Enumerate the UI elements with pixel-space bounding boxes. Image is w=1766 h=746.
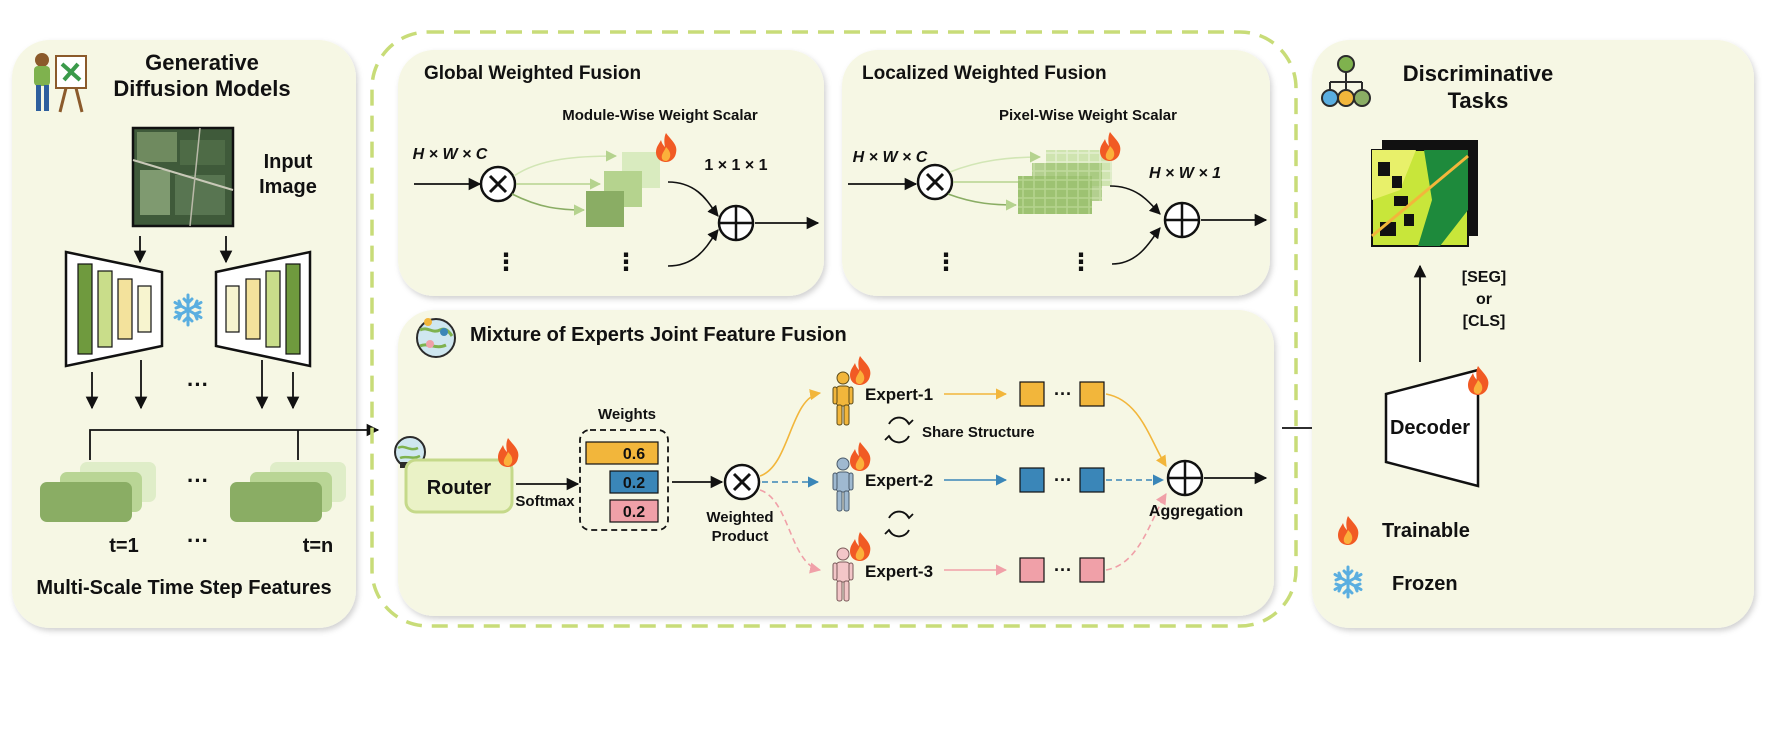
moe-title: Mixture of Experts Joint Feature Fusion <box>470 324 847 346</box>
local-fusion-title: Localized Weighted Fusion <box>862 63 1107 84</box>
expert-3-dots: ··· <box>1054 560 1072 580</box>
global-sum-operator <box>717 204 755 242</box>
weighted-product-operator <box>723 463 761 501</box>
task-or: or <box>1476 291 1492 308</box>
router-box <box>404 458 514 514</box>
unet-ellipsis: ··· <box>187 372 209 397</box>
legend-frozen: Frozen <box>1392 573 1458 595</box>
segmentation-output <box>1371 140 1478 247</box>
global-multiply-operator <box>479 165 517 203</box>
left-title-line2: Diffusion Models <box>113 76 290 101</box>
features-ellipsis: ··· <box>187 468 209 493</box>
aggregation-operator <box>1166 459 1204 497</box>
pixel-weight-map-3 <box>1018 176 1092 214</box>
share-cycle-icon-2 <box>884 510 914 538</box>
local-multiply-operator <box>916 163 954 201</box>
left-title-line1: Generative <box>145 50 259 75</box>
moe-globe-icon <box>416 318 456 358</box>
decoder-label: Decoder <box>1390 417 1470 439</box>
weight-value-3: 0.2 <box>623 504 645 521</box>
expert-2-label: Expert-2 <box>865 471 933 490</box>
t1-label: t=1 <box>109 535 138 557</box>
expert-3-feature-b <box>1079 557 1105 583</box>
router-label: Router <box>427 477 492 499</box>
softmax-label: Softmax <box>515 493 575 510</box>
decoder-block <box>1384 368 1480 488</box>
features-t1 <box>40 462 156 522</box>
expert-1-feature-a <box>1019 381 1045 407</box>
local-output-dims: H × W × 1 <box>1149 165 1221 182</box>
global-output-dims: 1 × 1 × 1 <box>704 157 767 174</box>
expert-1-feature-b <box>1079 381 1105 407</box>
input-label-line2: Image <box>259 176 317 198</box>
local-fusion-panel: Localized Weighted Fusion Pixel-Wise Wei… <box>842 50 1270 296</box>
expert-1-label: Expert-1 <box>865 385 933 404</box>
left-panel: Generative Diffusion Models Input Image <box>12 40 380 628</box>
local-vdots-left: ⋮ <box>934 249 958 276</box>
weights-title: Weights <box>598 406 656 423</box>
share-cycle-icon <box>884 416 914 444</box>
moe-panel: Mixture of Experts Joint Feature Fusion … <box>394 310 1274 616</box>
task-seg: [SEG] <box>1462 269 1506 286</box>
unet-decoder <box>214 250 312 368</box>
steps-ellipsis: ··· <box>187 528 209 553</box>
expert-3-label: Expert-3 <box>865 562 933 581</box>
tn-label: t=n <box>303 535 334 557</box>
expert-2-feature-a <box>1019 467 1045 493</box>
global-fusion-panel: Global Weighted Fusion Module-Wise Weigh… <box>398 50 824 296</box>
weight-value-2: 0.2 <box>623 475 645 492</box>
right-title-line1: Discriminative <box>1403 61 1553 86</box>
weight-bar-2 <box>609 470 659 494</box>
global-input-dims: H × W × C <box>413 146 488 163</box>
local-vdots-right: ⋮ <box>1069 249 1093 276</box>
right-panel: Discriminative Tasks [SEG] or [CLS] Deco… <box>1312 40 1754 628</box>
features-tn <box>230 462 346 522</box>
legend-trainable: Trainable <box>1382 520 1470 542</box>
right-title-line2: Tasks <box>1448 88 1509 113</box>
global-vdots-left: ⋮ <box>494 249 518 276</box>
expert-2-dots: ··· <box>1054 470 1072 490</box>
weights-box <box>579 429 669 531</box>
expert-2-feature-b <box>1079 467 1105 493</box>
local-input-dims: H × W × C <box>853 149 928 166</box>
global-vdots-right: ⋮ <box>614 249 638 276</box>
weight-bar-1 <box>585 441 659 465</box>
left-footer: Multi-Scale Time Step Features <box>36 577 331 599</box>
weighted-product-line1: Weighted <box>706 509 773 526</box>
local-fusion-subtitle: Pixel-Wise Weight Scalar <box>999 107 1177 124</box>
share-structure-label: Share Structure <box>922 424 1035 441</box>
local-sum-operator <box>1163 201 1201 239</box>
unet-encoder <box>64 250 164 368</box>
weighted-product-line2: Product <box>712 528 769 545</box>
task-cls: [CLS] <box>1463 313 1506 330</box>
aggregation-label: Aggregation <box>1149 503 1243 520</box>
global-fusion-subtitle: Module-Wise Weight Scalar <box>562 107 758 124</box>
expert-3-feature-a <box>1019 557 1045 583</box>
weight-value-1: 0.6 <box>623 446 645 463</box>
painter-icon <box>34 53 87 113</box>
input-image <box>131 126 235 228</box>
module-weight-scalar-3 <box>586 191 624 227</box>
expert-1-dots: ··· <box>1054 384 1072 404</box>
weight-bar-3 <box>609 499 659 523</box>
global-fusion-title: Global Weighted Fusion <box>424 63 641 84</box>
input-label-line1: Input <box>264 151 313 173</box>
tree-icon <box>1321 55 1371 107</box>
fusion-dashed-container <box>370 30 1298 628</box>
